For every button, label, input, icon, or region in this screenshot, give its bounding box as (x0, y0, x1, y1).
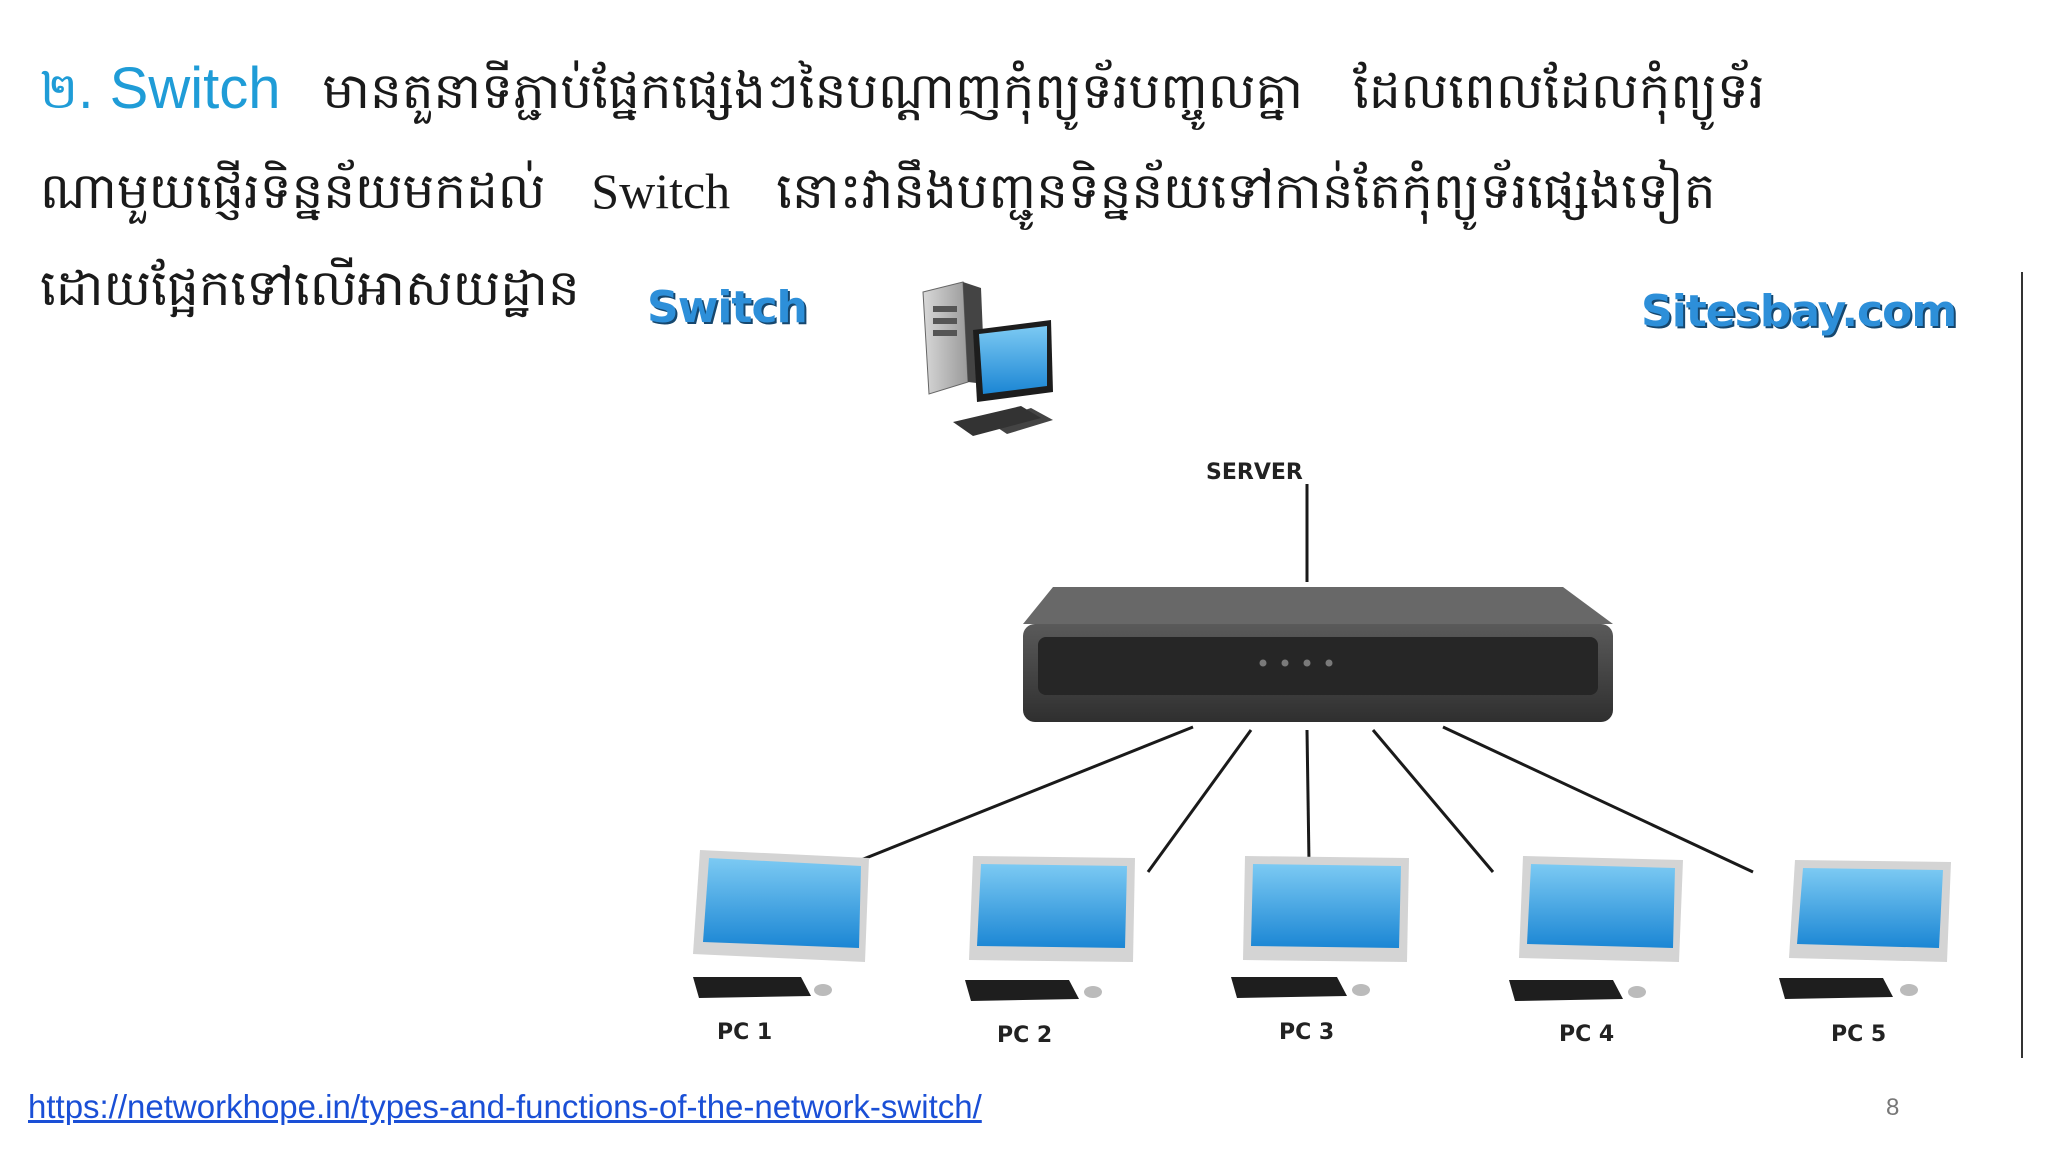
figure-border (2021, 272, 2023, 1058)
cable-pc4 (1371, 729, 1495, 873)
line3-text: ដោយផ្អែកទៅលើអាសយដ្ឋាន (40, 259, 580, 317)
cable-pc1 (830, 725, 1194, 874)
pc-label: PC 2 (997, 1023, 1053, 1048)
paragraph-line-3: ដោយផ្អែកទៅលើអាសយដ្ឋាន (40, 255, 2025, 321)
pc-5-icon (1779, 860, 1951, 999)
source-link[interactable]: https://networkhope.in/types-and-functio… (28, 1088, 982, 1125)
item-number: ២. (40, 62, 94, 120)
paragraph-line-1: ២. Switch មានតួនាទីភ្ជាប់ផ្នែកផ្សេងៗនៃបណ… (40, 56, 2025, 124)
line1-text: មានតួនាទីភ្ជាប់ផ្នែកផ្សេងៗនៃបណ្តាញកុំព្យ… (322, 62, 1304, 120)
network-cables (830, 484, 1754, 874)
pc-3-icon (1231, 856, 1409, 998)
server-label: SERVER (1206, 460, 1303, 485)
line2-rest-text: នោះវានឹងបញ្ជូនទិន្នន័យទៅកាន់តែកុំព្យូទ័រ… (776, 162, 1716, 220)
pc-2-icon (965, 856, 1135, 1001)
pc-4-icon (1509, 856, 1683, 1001)
cable-pc5 (1442, 725, 1754, 874)
cable-pc3 (1305, 729, 1311, 863)
figure-title-switch: Switch (647, 282, 808, 333)
pc-label: PC 4 (1559, 1022, 1615, 1047)
paragraph-line-2: ណាមួយផ្ញើរទិន្នន័យមកដល់ Switch នោះវានឹងប… (40, 158, 2025, 224)
line2-start-text: ណាមួយផ្ញើរទិន្នន័យមកដល់ (40, 162, 546, 220)
cable-pc2 (1146, 729, 1253, 873)
server-icon (922, 281, 1053, 436)
pc-label: PC 3 (1279, 1020, 1335, 1045)
figure-watermark-sitesbay: Sitesbay.com (1641, 286, 1957, 337)
pc-1-icon (693, 850, 869, 998)
page-number: 8 (1886, 1094, 1900, 1121)
switch-topology-figure: Switch Sitesbay.com (633, 272, 2023, 1058)
network-switch-icon (1023, 587, 1613, 722)
line1-end-text: ដែលពេលដែលកុំព្យូទ័រ (1353, 62, 1765, 120)
pc-label: PC 1 (717, 1020, 773, 1045)
switch-term: Switch (109, 56, 281, 121)
switch-inline-term: Switch (591, 163, 731, 219)
pc-label: PC 5 (1831, 1022, 1887, 1047)
network-diagram-svg (693, 281, 1951, 1001)
